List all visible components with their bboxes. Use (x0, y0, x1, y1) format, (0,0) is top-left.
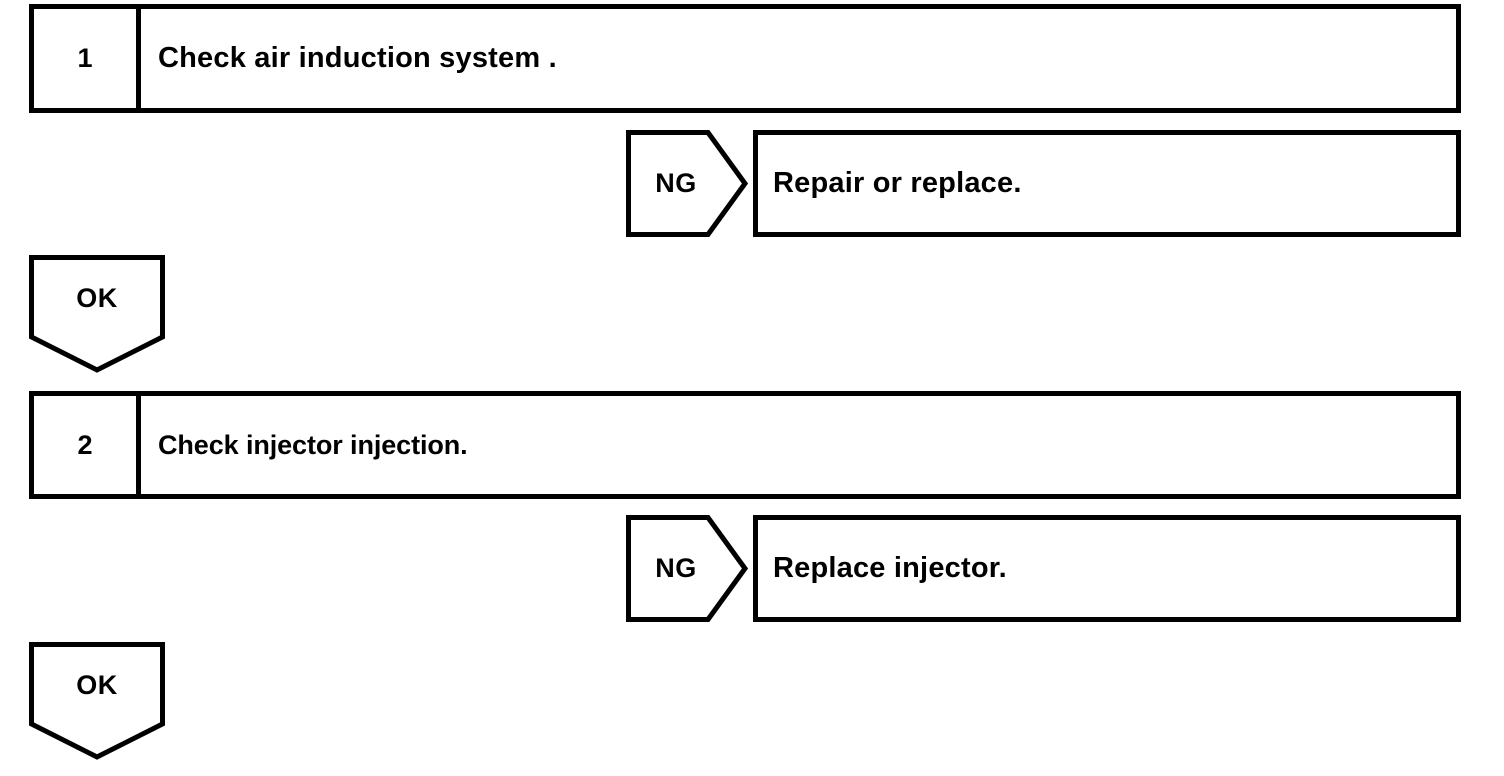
branch-row-2: NG Replace injector. (626, 515, 1461, 622)
step-number-cell-1: 1 (34, 9, 141, 108)
ng-pentagon-2[interactable]: NG (626, 515, 748, 622)
step-row-1[interactable]: 1 Check air induction system . (29, 4, 1461, 113)
action-text-2: Replace injector. (773, 552, 1007, 584)
ng-pentagon-1[interactable]: NG (626, 130, 748, 237)
step-row-2[interactable]: 2 Check injector injection. (29, 391, 1461, 499)
step-number-cell-2: 2 (34, 396, 141, 494)
step-title-cell-1: Check air induction system . (141, 9, 1456, 108)
ng-label-1: NG (655, 168, 697, 198)
step-title-2: Check injector injection. (158, 429, 468, 460)
ok-label-2: OK (76, 669, 118, 700)
step-number-2: 2 (77, 429, 93, 460)
action-text-1: Repair or replace. (773, 167, 1022, 199)
ok-pentagon-1[interactable]: OK (29, 255, 169, 375)
action-box-2[interactable]: Replace injector. (753, 515, 1461, 622)
ok-label-1: OK (76, 282, 118, 313)
step-title-cell-2: Check injector injection. (141, 396, 1456, 494)
action-box-1[interactable]: Repair or replace. (753, 130, 1461, 237)
ok-pentagon-2[interactable]: OK (29, 642, 169, 776)
branch-row-1: NG Repair or replace. (626, 130, 1461, 237)
ng-label-2: NG (655, 553, 697, 583)
step-title-1: Check air induction system . (158, 42, 557, 74)
step-number-1: 1 (77, 43, 93, 73)
